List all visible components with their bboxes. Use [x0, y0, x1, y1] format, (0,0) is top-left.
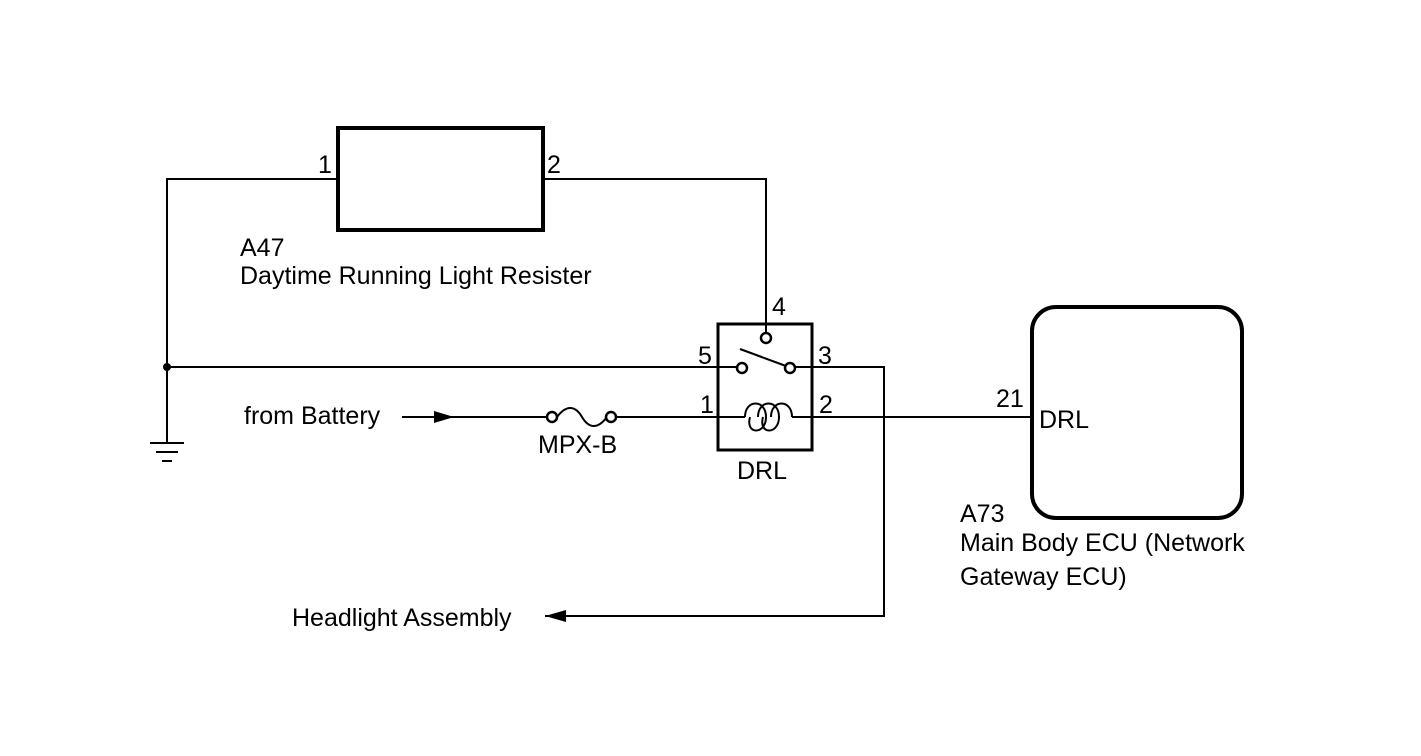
headlight-label: Headlight Assembly — [292, 604, 512, 632]
battery-arrow-icon — [434, 411, 454, 423]
relay-pin2-label: 2 — [819, 391, 833, 419]
resistor-pin2-label: 2 — [547, 151, 561, 179]
ecu-name-line1: Main Body ECU (Network — [960, 529, 1245, 557]
relay-pin4-label: 4 — [772, 293, 786, 321]
wire-relay-pin3-to-headlight — [545, 366, 885, 617]
fuse-label: MPX-B — [538, 431, 617, 459]
relay-switch-icon — [735, 331, 797, 375]
headlight-arrow-icon — [545, 610, 566, 622]
resistor-body — [336, 126, 545, 232]
relay-pin5-label: 5 — [698, 342, 712, 370]
battery-source-label: from Battery — [244, 402, 381, 430]
relay-pin3-label: 3 — [818, 342, 832, 370]
relay-pin1-label: 1 — [700, 391, 714, 419]
wire-resistor-to-relay-pin4 — [543, 178, 767, 333]
wire-resistor-to-ground — [166, 178, 338, 443]
ground-icon — [150, 442, 184, 462]
fuse-icon — [545, 407, 618, 427]
relay-body — [716, 322, 814, 452]
ecu-code: A73 — [960, 500, 1004, 528]
resistor-pin1-label: 1 — [318, 151, 332, 179]
relay-name: DRL — [737, 457, 787, 485]
ecu-terminal-label: DRL — [1039, 406, 1089, 434]
resistor-name: Daytime Running Light Resister — [240, 262, 592, 290]
relay-coil-icon — [718, 402, 812, 432]
resistor-code: A47 — [240, 234, 284, 262]
ecu-name-line2: Gateway ECU) — [960, 563, 1127, 591]
ecu-body — [1030, 305, 1244, 520]
ecu-pin-label: 21 — [996, 385, 1024, 413]
